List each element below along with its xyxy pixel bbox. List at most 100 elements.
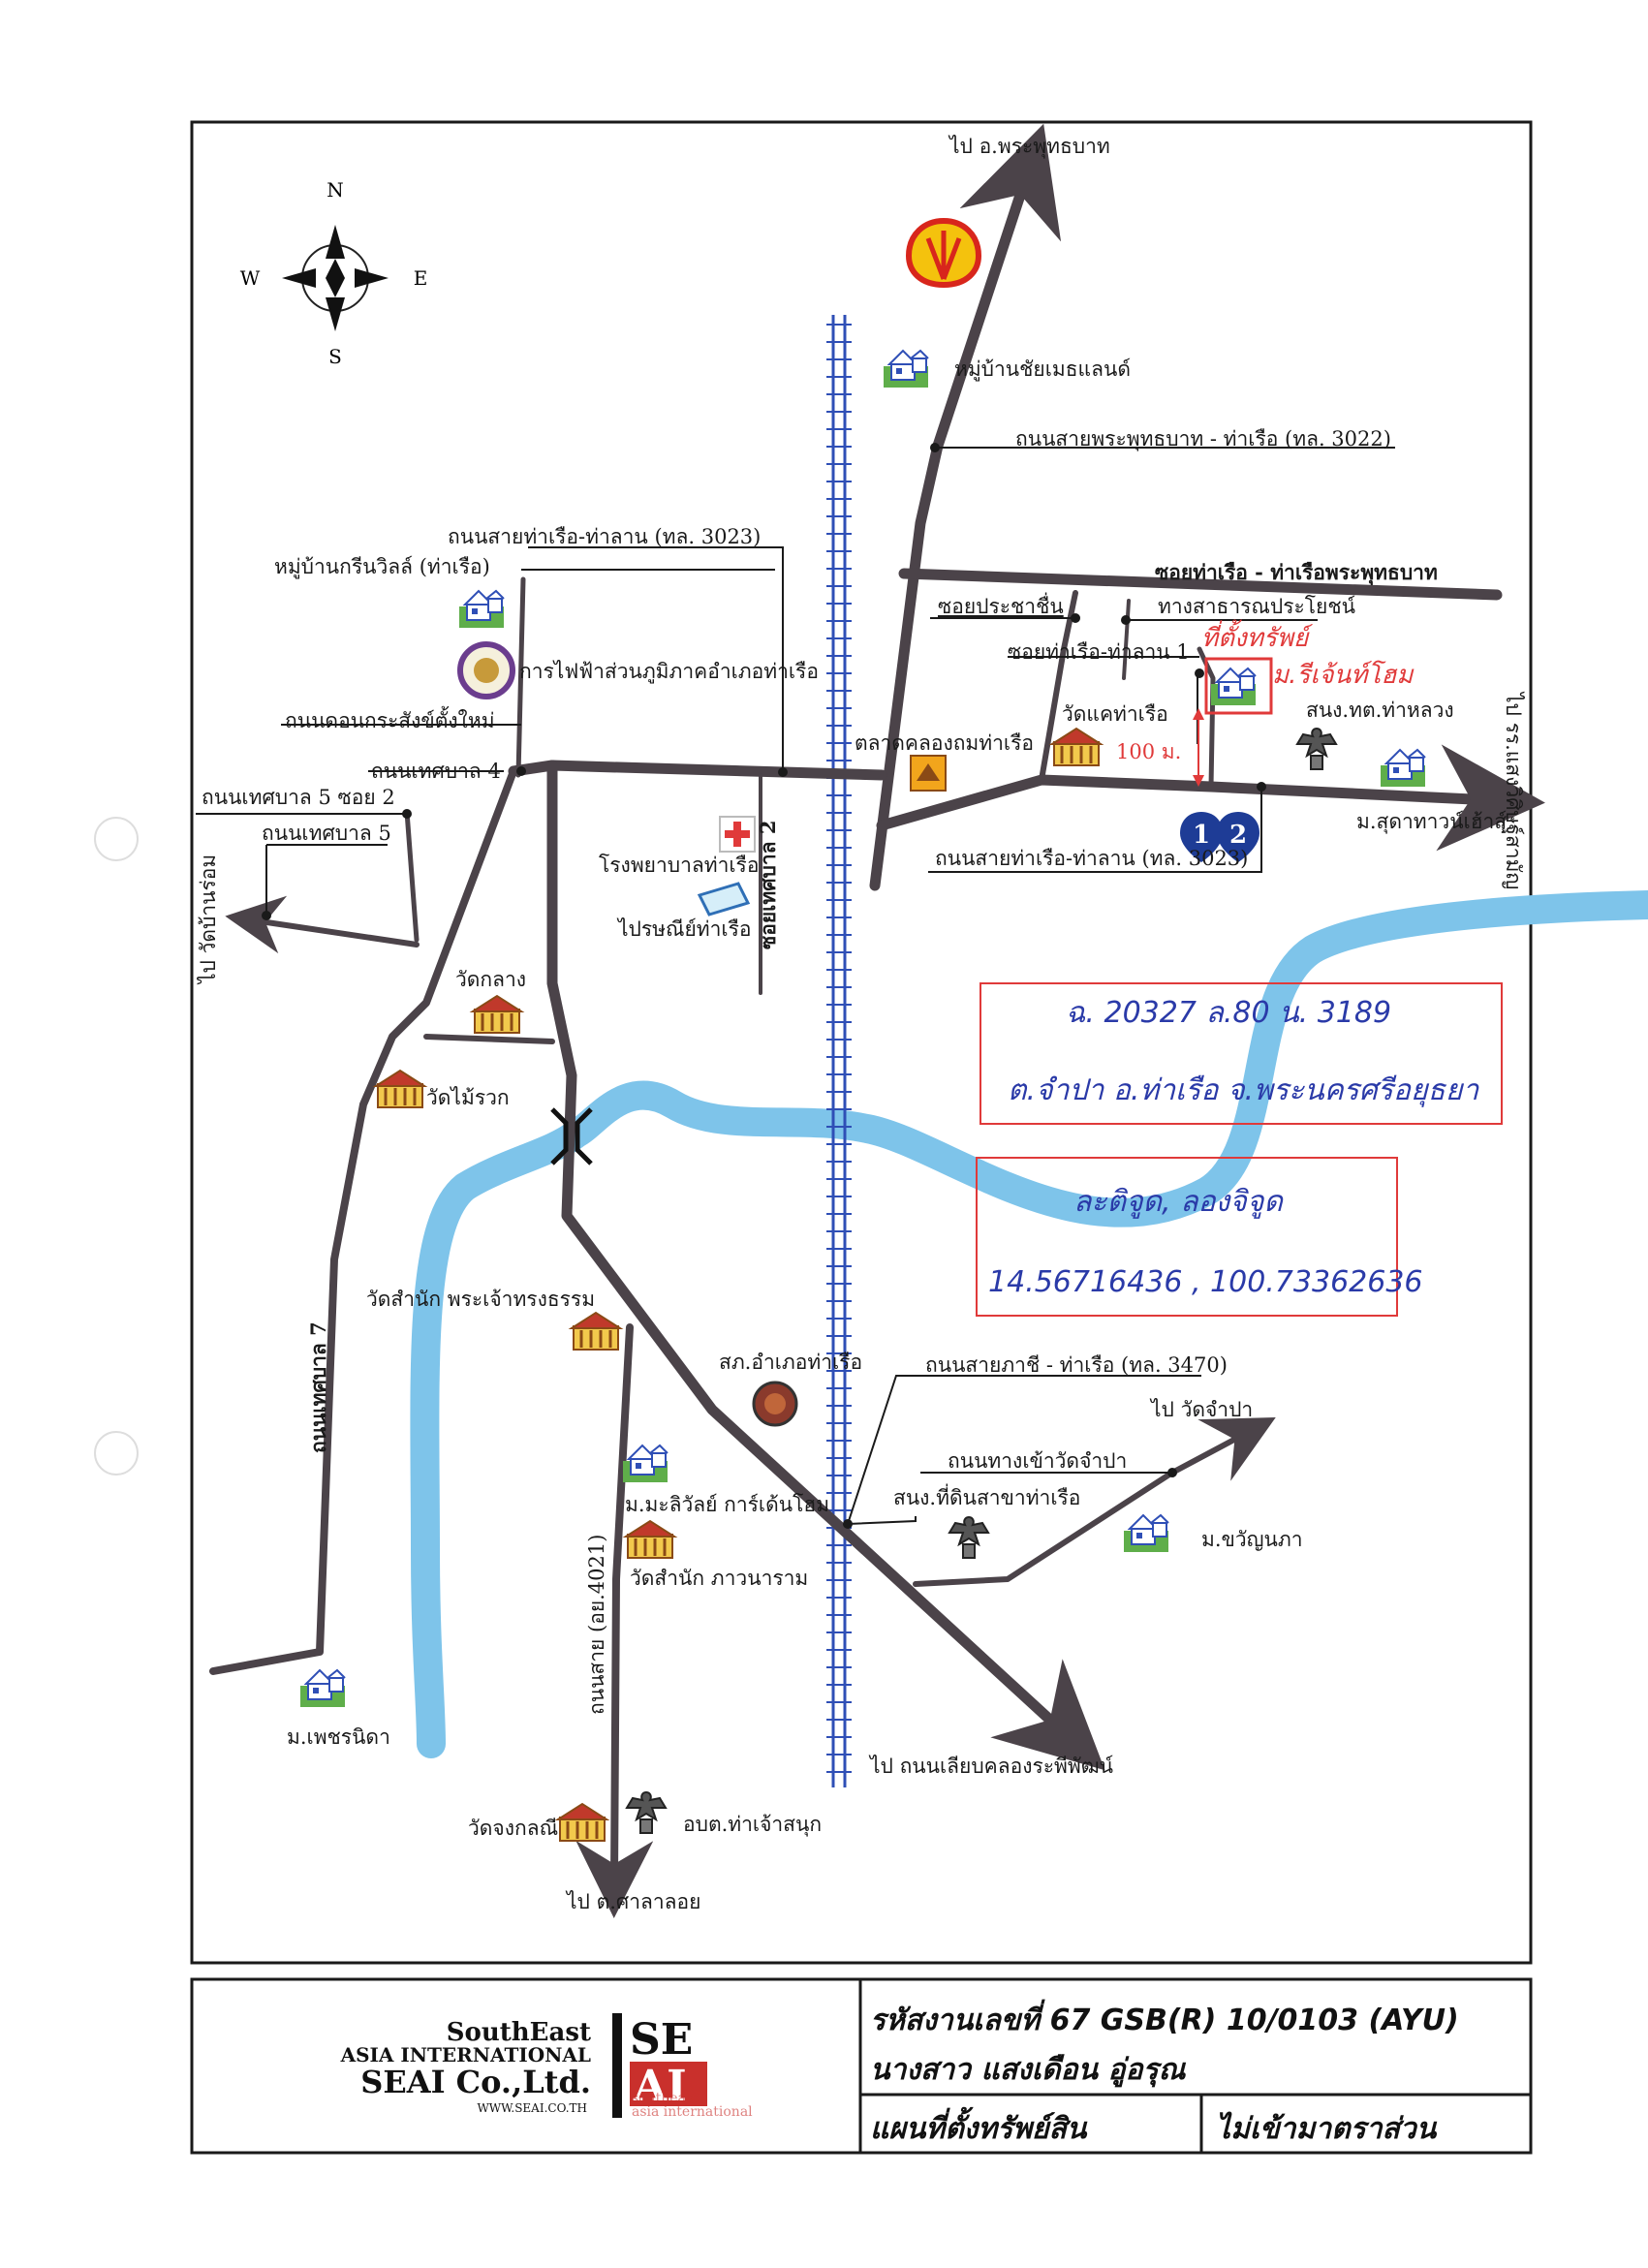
label-hospital: โรงพยาบาลท่าเรือ: [599, 854, 759, 877]
label-obt: อบต.ท่าเจ้าสนุก: [683, 1813, 822, 1837]
map-frame: [190, 120, 1533, 1965]
label-malivan: ม.มะลิวัลย์ การ์เด้นโฮม: [625, 1493, 829, 1516]
house-icon-regent: [1210, 668, 1257, 706]
label-soi-tharuea-phutthabat: ซอยท่าเรือ - ท่าเรือพระพุทธบาท: [1155, 560, 1438, 586]
post-icon: [697, 882, 751, 917]
punch-hole-top: [94, 817, 139, 861]
distance-marker: [1193, 708, 1204, 787]
shell-icon: [905, 217, 982, 289]
punch-hole-bottom: [94, 1431, 139, 1476]
company-logo: SouthEast ASIA INTERNATIONAL SEAI Co.,Lt…: [340, 2013, 753, 2120]
scale-note: ไม่เข้ามาตราส่วน: [1216, 2111, 1438, 2146]
label-road-3023-lower: ถนนสายท่าเรือ-ท่าลาน (ทล. 3023): [935, 847, 1248, 870]
label-to-khlong-raphiphat: ไป ถนนเลียบคลองระพีพัฒน์: [868, 1755, 1113, 1778]
temple-icon-samnak: [570, 1311, 622, 1351]
logo-line1: SouthEast: [447, 2018, 591, 2047]
label-regent-home: ม.รีเจ้นท์โฮม: [1272, 660, 1415, 690]
compass-w: W: [240, 266, 261, 290]
marker-1: 1: [1180, 812, 1223, 862]
compass-s: S: [328, 345, 342, 368]
label-thetsaban5-soi2: ถนนเทศบาล 5 ซอย 2: [202, 786, 395, 809]
map-title: แผนที่ตั้งทรัพย์สิน: [870, 2106, 1088, 2146]
label-green-ville: หมู่บ้านกรีนวิลล์ (ท่าเรือ): [274, 555, 490, 579]
garuda-icon-thoe: [1296, 728, 1337, 770]
compass-rose: N S E W: [240, 178, 428, 368]
label-talat-khlong: ตลาดคลองถมท่าเรือ: [855, 731, 1034, 755]
house-icon-khwanphara: [1123, 1514, 1169, 1553]
label-road-3022: ถนนสายพระพุทธบาท - ท่าเรือ (ทล. 3022): [1015, 427, 1391, 451]
label-to-phraphutthabat: ไป อ.พระพุทธบาท: [948, 135, 1110, 159]
temple-icon-khae: [1050, 727, 1103, 767]
label-road-3470: ถนนสายภาชี - ท่าเรือ (ทล. 3470): [925, 1353, 1228, 1377]
label-target: ที่ตั้งทรัพย์: [1201, 619, 1313, 653]
label-wat-samnak: วัดสำนัก พระเจ้าทรงธรรม: [366, 1288, 595, 1311]
logo-ai: AI: [633, 2062, 687, 2111]
bridge-icon: [550, 1107, 593, 1165]
compass-n: N: [326, 178, 344, 202]
house-icon-greenville: [458, 590, 505, 629]
logo-sub2: asia international: [632, 2104, 753, 2120]
marker-2: 2: [1217, 812, 1259, 862]
coord-value: 14.56716436 , 100.73362636: [988, 1265, 1423, 1299]
market-icon: [910, 755, 947, 792]
logo-line3: SEAI Co.,Ltd.: [360, 2064, 591, 2100]
label-wat-mairuak: วัดไม้รวก: [426, 1086, 510, 1109]
house-icon-chaimet: [883, 350, 929, 388]
label-to-wat-banrom: ไป วัดบ้านร่อม: [197, 854, 220, 985]
job-code: รหัสงานเลขที่ 67 GSB(R) 10/0103 (AYU): [870, 1999, 1459, 2037]
police-icon: [752, 1381, 798, 1427]
logo-url: WWW.SEAI.CO.TH: [477, 2101, 587, 2115]
logo-se: SE: [630, 2015, 693, 2065]
label-public-way: ทางสาธารณประโยชน์: [1158, 595, 1355, 618]
label-wat-phawana: วัดสำนัก ภาวนาราม: [630, 1567, 808, 1590]
label-wat-klang: วัดกลาง: [455, 968, 526, 991]
label-road-4021: ถนนสาย (อย.4021): [585, 1535, 608, 1715]
label-wat-khae: วัดแคท่าเรือ: [1062, 702, 1168, 726]
deed-line: ฉ. 20327 ล.80 น. 3189: [1066, 996, 1391, 1030]
logo-sub1: southeast: [632, 2091, 699, 2106]
coordinate-note-box: ละติจูด, ลองจิจูด 14.56716436 , 100.7336…: [976, 1157, 1423, 1317]
label-chaimet-land: หมู่บ้านชัยเมธแลนด์: [954, 357, 1131, 382]
pea-icon: [457, 641, 515, 699]
compass-e: E: [414, 266, 428, 290]
label-to-school: ไป รร.แสงวิศิษฐ์สามัญ: [1502, 691, 1525, 889]
label-phetnida: ม.เพชรนิดา: [287, 1725, 390, 1749]
railway: [826, 315, 852, 1787]
garuda-icon-land: [948, 1516, 989, 1559]
house-icon-malivan: [622, 1445, 669, 1483]
location-line: ต.จำปา อ.ท่าเรือ จ.พระนครศรีอยุธยา: [1008, 1073, 1479, 1107]
hospital-icon: [719, 816, 756, 853]
label-don-krasang: ถนนดอนกระสังข์ตั้งใหม่: [285, 706, 495, 732]
svg-text:1: 1: [1193, 821, 1210, 850]
footer: SouthEast ASIA INTERNATIONAL SEAI Co.,Lt…: [190, 1977, 1533, 2155]
label-suda-village: ม.สุดาทาวน์เฮ้าส์: [1356, 810, 1507, 834]
label-soi-tharuea-thalan: ซอยท่าเรือ-ท่าลาน 1: [1008, 640, 1190, 664]
coord-label: ละติจูด, ลองจิจูด: [1073, 1185, 1284, 1219]
label-soi-thetsaban2: ซอยเทศบาล 2: [756, 821, 780, 949]
label-land-office: สนง.ที่ดินสาขาท่าเรือ: [893, 1483, 1080, 1509]
deed-note-box: ฉ. 20327 ล.80 น. 3189 ต.จำปา อ.ท่าเรือ จ…: [979, 982, 1503, 1125]
temple-icon-phawana: [624, 1519, 676, 1560]
logo-line2: ASIA INTERNATIONAL: [340, 2043, 591, 2066]
temple-icon-mairuak: [374, 1069, 426, 1109]
label-thetsaban4: ถนนเทศบาล 4: [371, 760, 501, 783]
label-road-wat-champa: ถนนทางเข้าวัดจำปา: [948, 1449, 1127, 1473]
label-post: ไปรษณีย์ท่าเรือ: [616, 917, 752, 941]
junction-dots: [262, 443, 1266, 1529]
label-pea: การไฟฟ้าส่วนภูมิภาคอำเภอท่าเรือ: [519, 660, 819, 684]
leader-lines: [196, 447, 1395, 1525]
label-to-salaloi: ไป ต.ศาลาลอย: [565, 1890, 700, 1913]
house-icon-phetnida: [299, 1669, 346, 1708]
label-wat-chongkhlani: วัดจงกลณี: [468, 1817, 558, 1840]
garuda-icon-obt: [626, 1791, 667, 1834]
temple-icon-chongkhlani: [556, 1802, 608, 1843]
river: [410, 890, 1648, 1758]
label-road-3023-upper: ถนนสายท่าเรือ-ท่าลาน (ทล. 3023): [448, 525, 761, 548]
label-thetsaban7: ถนนเทศบาล 7: [306, 1321, 330, 1453]
roads: [209, 123, 1545, 1918]
target-highlight-box: [1204, 657, 1273, 715]
owner-name: นางสาว แสงเดือน อู่อรุณ: [870, 2053, 1187, 2088]
label-khwanphara: ม.ขวัญนภา: [1201, 1528, 1303, 1551]
label-tho-pho: สนง.ทต.ท่าหลวง: [1306, 699, 1454, 722]
